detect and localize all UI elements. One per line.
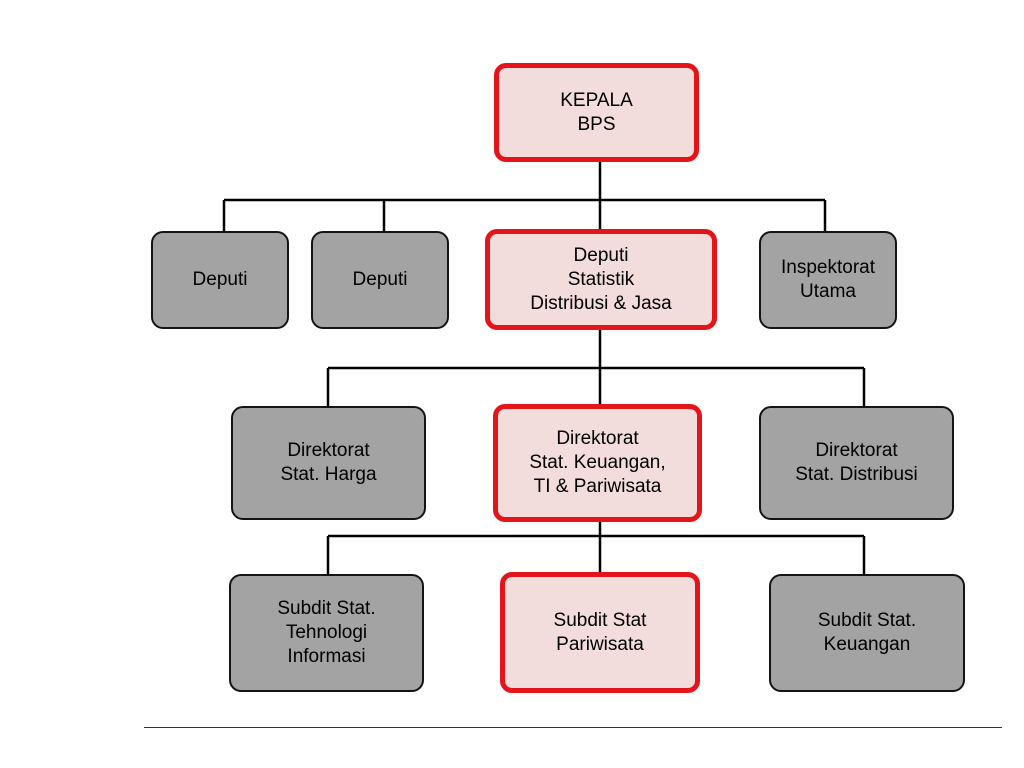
node-direktorat-keuangan-label: Direktorat Stat. Keuangan, TI & Pariwisa… — [529, 428, 666, 497]
node-deputi-statistik-distribusi-label: Deputi Statistik Distribusi & Jasa — [530, 244, 672, 314]
node-direktorat-keuangan: Direktorat Stat. Keuangan, TI & Pariwisa… — [493, 404, 702, 522]
node-subdit-ti: Subdit Stat. Tehnologi Informasi — [229, 574, 424, 692]
node-subdit-ti-label: Subdit Stat. Tehnologi Informasi — [277, 598, 376, 667]
node-deputi-1-label: Deputi — [192, 269, 248, 290]
node-direktorat-harga-label: Direktorat Stat. Harga — [280, 440, 377, 485]
node-subdit-keuangan: Subdit Stat. Keuangan — [769, 574, 965, 692]
node-deputi-statistik-distribusi: Deputi Statistik Distribusi & Jasa — [485, 229, 717, 330]
footer-divider — [144, 727, 1002, 728]
node-inspektorat-utama-label: Inspektorat Utama — [781, 257, 875, 302]
node-subdit-pariwisata: Subdit Stat Pariwisata — [500, 572, 700, 693]
node-direktorat-distribusi-label: Direktorat Stat. Distribusi — [795, 440, 918, 485]
node-subdit-pariwisata-label: Subdit Stat Pariwisata — [553, 609, 647, 655]
node-kepala-bps-label: KEPALA BPS — [560, 89, 633, 135]
node-direktorat-harga: Direktorat Stat. Harga — [231, 406, 426, 520]
node-direktorat-distribusi: Direktorat Stat. Distribusi — [759, 406, 954, 520]
node-inspektorat-utama: Inspektorat Utama — [759, 231, 897, 329]
node-subdit-keuangan-label: Subdit Stat. Keuangan — [817, 610, 917, 655]
node-kepala-bps: KEPALA BPS — [494, 63, 699, 162]
node-deputi-2: Deputi — [311, 231, 449, 329]
node-deputi-2-label: Deputi — [352, 269, 408, 290]
node-deputi-1: Deputi — [151, 231, 289, 329]
